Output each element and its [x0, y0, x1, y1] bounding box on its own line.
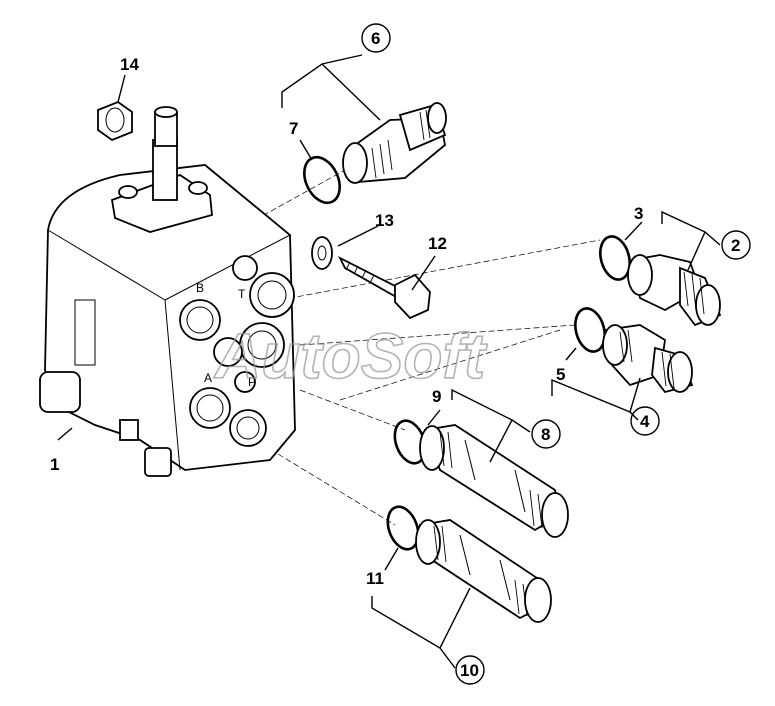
callout-labels: 1 2 3 4 5 6 7 8 9 10 11 12 13 14: [50, 29, 740, 680]
callout-circle-8: [531, 419, 561, 449]
callout-circle-6: [361, 23, 391, 53]
callout-7: 7: [289, 119, 298, 138]
callout-4: 4: [640, 412, 650, 431]
callout-3: 3: [634, 204, 643, 223]
adapter-part-8: [419, 424, 569, 538]
o-ring-part-7: [303, 155, 341, 205]
callout-circle-10: [455, 655, 485, 685]
callout-circles: [361, 23, 751, 685]
washer-part-13: [311, 236, 333, 270]
callout-1: 1: [50, 455, 59, 474]
adapter-part-10: [415, 519, 552, 623]
callout-13: 13: [375, 211, 394, 230]
callout-circle-4: [630, 406, 660, 436]
bolt-part-12: [337, 255, 431, 320]
watermark: AutoSoft: [213, 320, 488, 392]
o-ring-part-5: [574, 307, 606, 353]
callout-8: 8: [541, 425, 550, 444]
leader-lines: [57, 54, 721, 669]
port-label-t: T: [238, 287, 246, 301]
o-ring-part-3: [599, 235, 631, 281]
callout-circle-2: [721, 230, 751, 260]
nut-part-14: [97, 100, 133, 142]
adapter-part-6: [342, 102, 447, 184]
callout-9: 9: [432, 387, 441, 406]
adapter-part-4: [602, 324, 694, 394]
callout-6: 6: [371, 29, 380, 48]
callout-2: 2: [731, 236, 740, 255]
callout-12: 12: [428, 234, 447, 253]
port-label-b: B: [196, 281, 204, 295]
assembly-lines: [254, 169, 601, 526]
callout-11: 11: [366, 569, 384, 588]
valve-body-part: B T A P: [39, 106, 296, 477]
port-label-a: A: [204, 371, 212, 385]
o-ring-part-11: [386, 505, 420, 551]
callout-10: 10: [460, 661, 479, 680]
port-label-p: P: [248, 375, 256, 389]
callout-14: 14: [120, 55, 139, 74]
callout-5: 5: [556, 365, 565, 384]
adapter-part-2: [627, 254, 722, 327]
